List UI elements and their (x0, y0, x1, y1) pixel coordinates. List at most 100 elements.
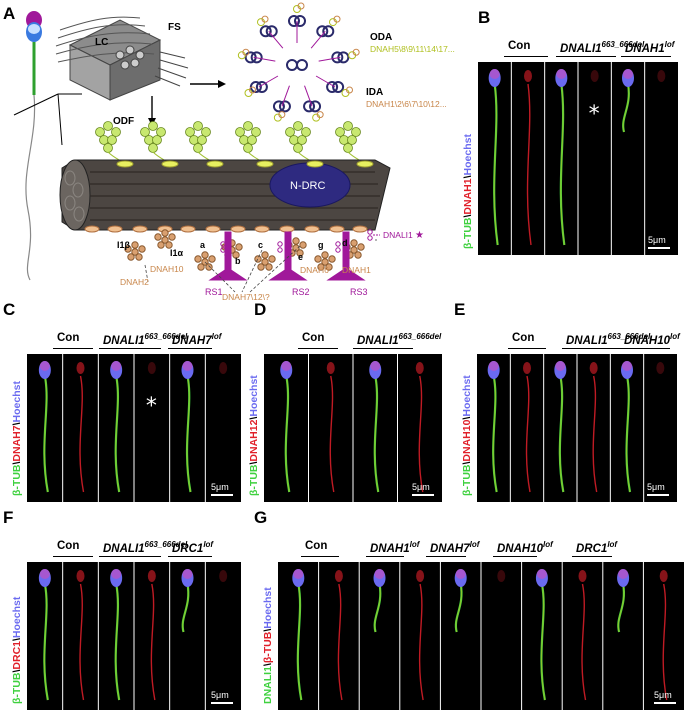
group-label: Con (57, 332, 80, 344)
scale-bar (654, 702, 676, 704)
group-underline (620, 348, 670, 349)
stain-label: β-TUB\DRC1\Hoechst (11, 596, 23, 704)
scale-bar-label: 5μm (648, 235, 666, 245)
svg-text:RS1: RS1 (205, 287, 223, 297)
group-underline (301, 556, 339, 557)
group-underline (99, 556, 161, 557)
group-label: Con (302, 332, 325, 344)
panel-a-label: A (3, 4, 16, 23)
sperm-cell-icon (25, 11, 42, 281)
stain-label: β-TUB\DNAH10\Hoechst (461, 375, 473, 496)
svg-text:b: b (235, 256, 241, 266)
scale-bar-label: 5μm (647, 482, 665, 492)
scale-bar (648, 247, 670, 249)
panel-g-label: G (254, 508, 268, 527)
svg-text:IDA: IDA (366, 87, 383, 98)
group-label: Con (57, 540, 80, 552)
group-underline (353, 348, 413, 349)
scale-bar (412, 494, 434, 496)
svg-text:a: a (200, 240, 206, 250)
axoneme-cross-section (237, 2, 360, 122)
panel-d-micrograph (264, 354, 442, 502)
stain-label: β-TUB\DNAH7\Hoechst (11, 381, 23, 496)
scale-bar (647, 494, 669, 496)
panel-c-label: C (3, 300, 16, 319)
group-underline (168, 556, 212, 557)
svg-text:ODF: ODF (113, 116, 134, 127)
group-label: Con (508, 40, 531, 52)
axoneme-cutaway-icon (55, 16, 189, 101)
svg-text:DNAH5\8\9\11\14\17...: DNAH5\8\9\11\14\17... (370, 44, 455, 54)
axoneme-body (59, 159, 391, 231)
svg-text:ODA: ODA (370, 32, 392, 43)
dnali1-marker-icon (367, 229, 373, 241)
radial-spokes (208, 231, 366, 281)
ndrc-label: N-DRC (290, 180, 325, 192)
group-underline (426, 556, 466, 557)
group-underline (168, 348, 212, 349)
svg-text:d: d (342, 238, 348, 248)
group-underline (493, 556, 537, 557)
svg-text:g: g (318, 240, 324, 250)
group-label: DRC1lof (172, 540, 214, 555)
panel-c-micrograph (27, 354, 241, 502)
group-label: DRC1lof (576, 540, 618, 555)
group-label: DNALI1663_666del (357, 332, 442, 347)
svg-text:DNAH10: DNAH10 (150, 264, 184, 274)
scale-bar-label: 5μm (412, 482, 430, 492)
group-underline (621, 56, 671, 57)
svg-text:DNAH1: DNAH1 (342, 265, 371, 275)
group-label: DNAH7lof (172, 332, 222, 347)
svg-text:DNAH7\12\?: DNAH7\12\? (222, 292, 270, 300)
scale-bar-label: 5μm (211, 482, 229, 492)
group-label: Con (512, 332, 535, 344)
svg-text:e: e (298, 252, 303, 262)
group-underline (99, 348, 161, 349)
group-label: DNALI1663_666del (566, 332, 651, 347)
group-label: DNALI1663_666del (560, 40, 645, 55)
svg-text:DNAH6: DNAH6 (300, 265, 329, 275)
svg-text:RS3: RS3 (350, 287, 368, 297)
group-label: DNAH10lof (624, 332, 680, 347)
scale-bar (211, 494, 233, 496)
group-underline (556, 56, 616, 57)
star-icon: ★ (415, 230, 424, 241)
stain-label: β-TUB\DNAH12\Hoechst (248, 375, 260, 496)
scale-bar-label: 5μm (654, 690, 672, 700)
svg-text:DNALI1: DNALI1 (383, 230, 413, 240)
group-underline (366, 556, 404, 557)
panel-d-label: D (254, 300, 267, 319)
axoneme-schematic: N-DRC RS1 RS2 RS3 LC FS ODF ODA DNAH5\8\… (13, 2, 455, 300)
absent-signal-marker: * (588, 102, 600, 127)
scale-bar-label: 5μm (211, 690, 229, 700)
odf-row (95, 121, 367, 165)
stain-label: DNALI1\β-TUB\Hoechst (262, 587, 274, 704)
group-label: DNAH1lof (370, 540, 420, 555)
svg-text:I1α: I1α (170, 248, 184, 258)
group-label: Con (305, 540, 328, 552)
stain-label: β-TUB\DNAH1\Hoechst (462, 134, 474, 249)
group-underline (572, 556, 612, 557)
group-underline (562, 348, 620, 349)
panel-b-micrograph (478, 62, 678, 255)
svg-text:LC: LC (95, 37, 108, 48)
panel-e-micrograph (477, 354, 677, 502)
panel-f-label: F (3, 508, 14, 527)
group-underline (53, 348, 93, 349)
svg-text:RS2: RS2 (292, 287, 310, 297)
absent-signal-marker: * (145, 394, 157, 419)
svg-text:DNAH1\2\6\7\10\12...: DNAH1\2\6\7\10\12... (366, 99, 447, 109)
group-label: DNALI1663_666del (103, 540, 188, 555)
group-label: DNAH10lof (497, 540, 553, 555)
group-label: DNAH1lof (625, 40, 675, 55)
panel-g-micrograph (278, 562, 684, 710)
group-label: DNAH7lof (430, 540, 480, 555)
group-underline (298, 348, 338, 349)
group-underline (504, 56, 548, 57)
svg-text:FS: FS (168, 22, 181, 33)
panel-b-label: B (478, 8, 491, 27)
group-underline (53, 556, 93, 557)
panel-e-label: E (454, 300, 466, 319)
svg-text:DNAH2: DNAH2 (120, 277, 149, 287)
svg-text:I1β: I1β (117, 240, 131, 250)
